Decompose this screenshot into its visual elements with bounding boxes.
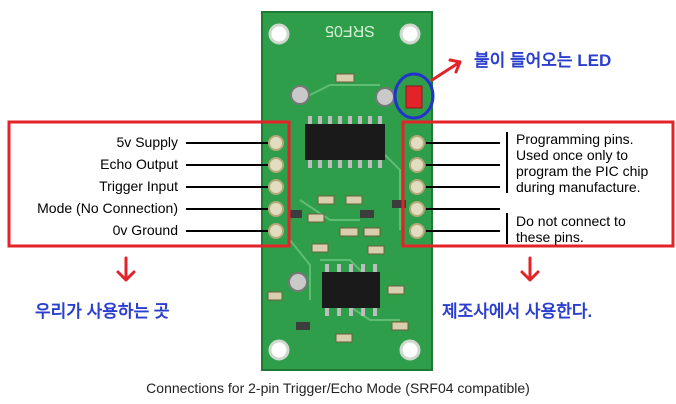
pin-label-mode: Mode (No Connection) bbox=[37, 200, 178, 216]
mounting-hole bbox=[268, 23, 290, 45]
programming-note-line: Used once only to bbox=[516, 147, 629, 163]
do-not-connect-note-line: Do not connect to bbox=[516, 213, 626, 229]
programming-note-line: Programming pins. bbox=[516, 131, 634, 147]
led-arrow-head-icon bbox=[448, 58, 462, 74]
left-usage-annotation: 우리가 사용하는 곳 bbox=[35, 302, 170, 321]
right-down-arrow-icon bbox=[520, 256, 540, 282]
led-highlight-circle bbox=[393, 72, 435, 120]
do-not-connect-note-line: these pins. bbox=[516, 229, 584, 245]
programming-note-line: program the PIC chip bbox=[516, 163, 649, 179]
left-highlight-box bbox=[7, 120, 291, 248]
pin-label-5v-supply: 5v Supply bbox=[116, 134, 178, 150]
screw bbox=[375, 87, 395, 107]
led-arrow-icon bbox=[430, 60, 462, 82]
left-down-arrow-icon bbox=[116, 256, 136, 282]
left-leader-lines bbox=[186, 142, 268, 232]
right-usage-annotation: 제조사에서 사용한다. bbox=[442, 302, 593, 321]
pin-label-trigger-input: Trigger Input bbox=[99, 178, 178, 194]
amplifier-chip bbox=[322, 272, 380, 308]
right-pin-pads bbox=[409, 135, 425, 239]
mounting-hole bbox=[268, 339, 290, 361]
screw bbox=[290, 85, 310, 105]
mounting-hole bbox=[399, 339, 421, 361]
silkscreen-label: SRF05 bbox=[325, 22, 375, 39]
right-highlight-box bbox=[401, 120, 675, 248]
mounting-hole bbox=[399, 23, 421, 45]
pin-label-0v-ground: 0v Ground bbox=[112, 222, 178, 238]
led bbox=[405, 85, 423, 109]
pin-label-echo-output: Echo Output bbox=[100, 156, 178, 172]
led-annotation: 불이 들어오는 LED bbox=[474, 51, 612, 70]
figure-caption: Connections for 2-pin Trigger/Echo Mode … bbox=[146, 380, 530, 396]
screw bbox=[288, 272, 308, 292]
pic-chip bbox=[305, 124, 385, 160]
programming-note-line: during manufacture. bbox=[516, 179, 641, 195]
left-pin-pads bbox=[268, 135, 284, 239]
right-leader-lines bbox=[426, 132, 508, 244]
